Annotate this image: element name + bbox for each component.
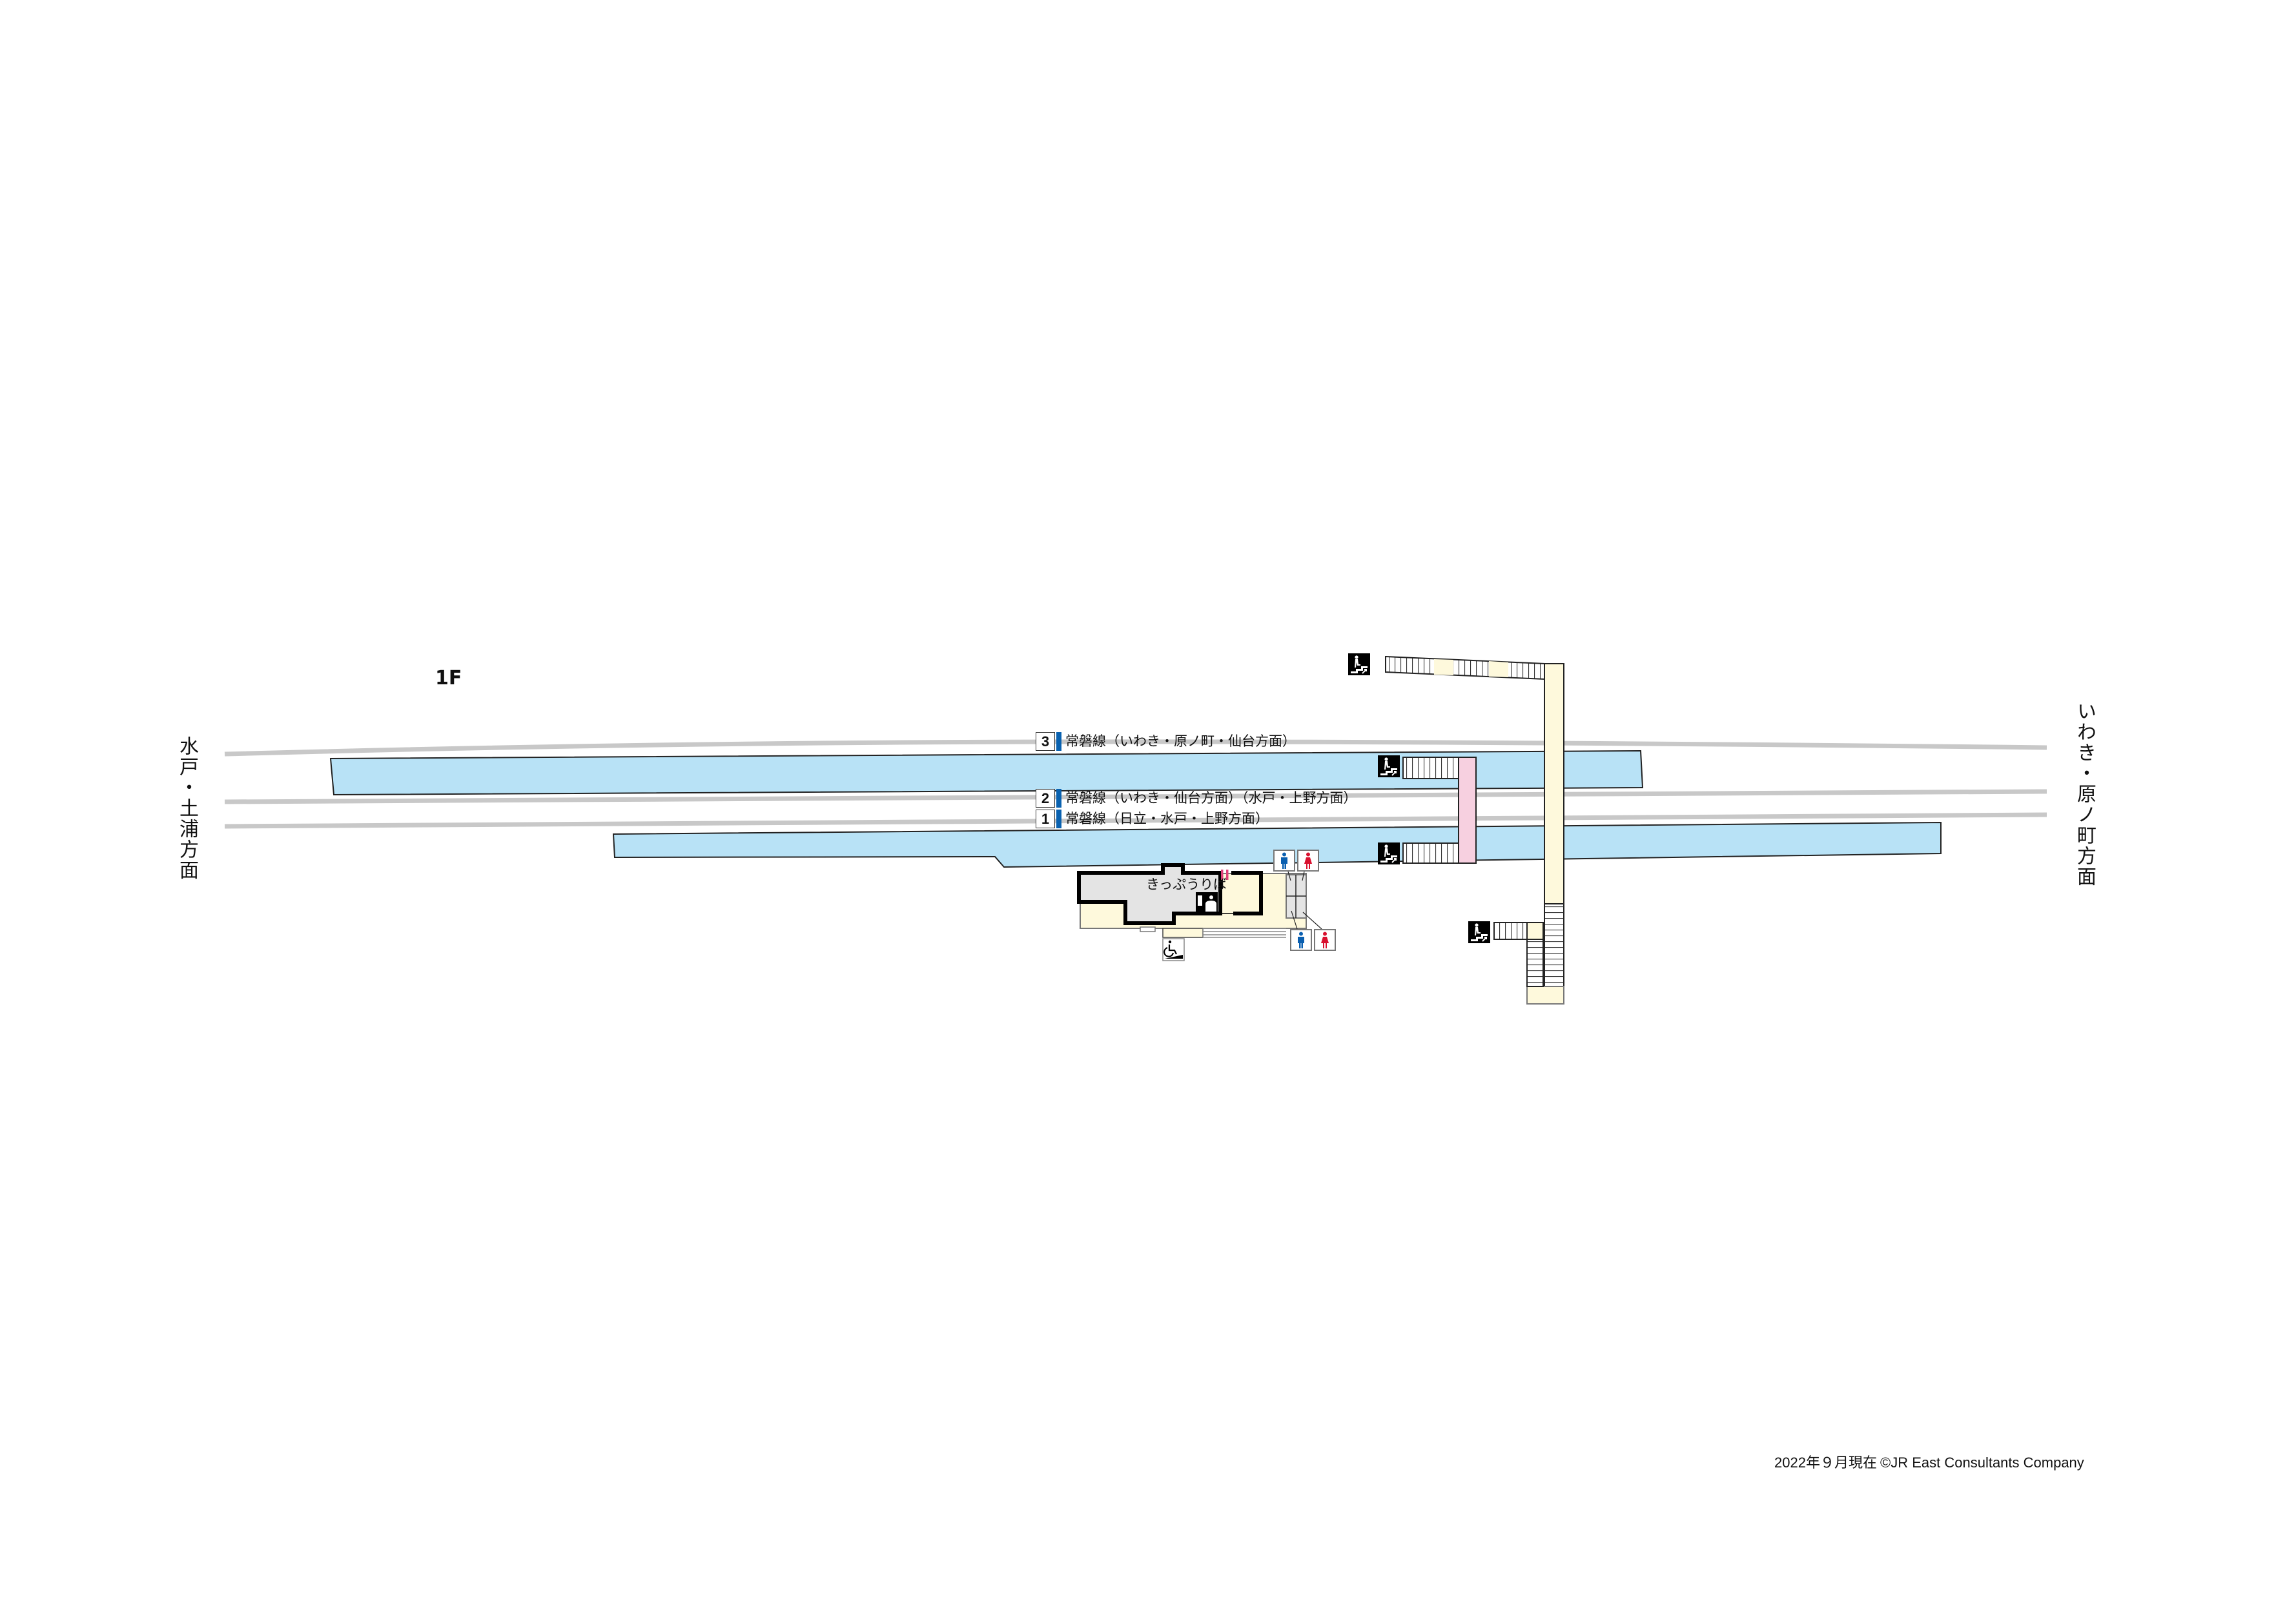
- female-toilet-icon: [1314, 929, 1336, 951]
- direction-left-label: 水戸・土浦方面: [176, 736, 198, 881]
- platform-stairs-island: [1402, 757, 1459, 779]
- top-landing-2: [1489, 661, 1508, 677]
- male-toilet-icon: [1290, 929, 1312, 951]
- track-number-1: 1: [1036, 810, 1055, 828]
- stairs-icon: [1378, 755, 1400, 777]
- ticket-office-label: きっぷうりば: [1146, 877, 1227, 892]
- platform-bridge: [1458, 757, 1477, 864]
- track-1-rail: [224, 812, 2047, 829]
- track-3-label: 常磐線（いわき・原ノ町・仙台方面）: [1065, 733, 1296, 749]
- side-platform: [612, 821, 1942, 868]
- top-stairs: [1385, 655, 1545, 680]
- track-1-label: 常磐線（日立・水戸・上野方面）: [1065, 811, 1269, 826]
- female-toilet-icon: [1297, 850, 1319, 872]
- wheelchair-ramp-icon: [1162, 938, 1185, 961]
- direction-right-label: いわき・原ノ町方面: [2073, 701, 2096, 887]
- lower-landing: [1526, 922, 1544, 940]
- island-platform: [329, 750, 1644, 796]
- track-2-label: 常磐線（いわき・仙台方面）（水戸・上野方面）: [1065, 790, 1357, 806]
- lower-stairs: [1493, 922, 1528, 940]
- track-marker: [1056, 789, 1061, 808]
- stairs-icon: [1468, 921, 1490, 943]
- track-marker: [1056, 732, 1061, 751]
- lower-stairs-down: [1526, 939, 1544, 987]
- ticket-machine-icon: [1196, 892, 1218, 912]
- footbridge-stairs-down: [1544, 903, 1564, 987]
- footbridge-exit-landing: [1526, 986, 1564, 1005]
- track-3-rail: [224, 739, 2047, 757]
- track-number-2: 2: [1036, 789, 1055, 808]
- building-wall: [1231, 871, 1263, 915]
- track-marker: [1056, 810, 1061, 828]
- top-landing-1: [1434, 659, 1453, 675]
- ticket-gate-icon: [1221, 870, 1229, 880]
- entrance-steps: [1202, 928, 1286, 938]
- footbridge-corridor: [1544, 663, 1564, 904]
- footer-date: 2022年９月現在: [1774, 1455, 1877, 1471]
- concourse-ramp-area: [1162, 928, 1204, 938]
- stairs-icon: [1348, 653, 1370, 675]
- stairs-icon: [1378, 842, 1400, 864]
- male-toilet-icon: [1273, 850, 1295, 872]
- footer-copyright: ©JR East Consultants Company: [1880, 1455, 2084, 1471]
- small-fixture: [1140, 926, 1156, 932]
- toilet-block: [1286, 871, 1322, 930]
- floor-label: 1F: [435, 667, 462, 689]
- platform-stairs-side: [1402, 842, 1459, 864]
- track-number-3: 3: [1036, 732, 1055, 751]
- track-2-rail: [224, 789, 2047, 804]
